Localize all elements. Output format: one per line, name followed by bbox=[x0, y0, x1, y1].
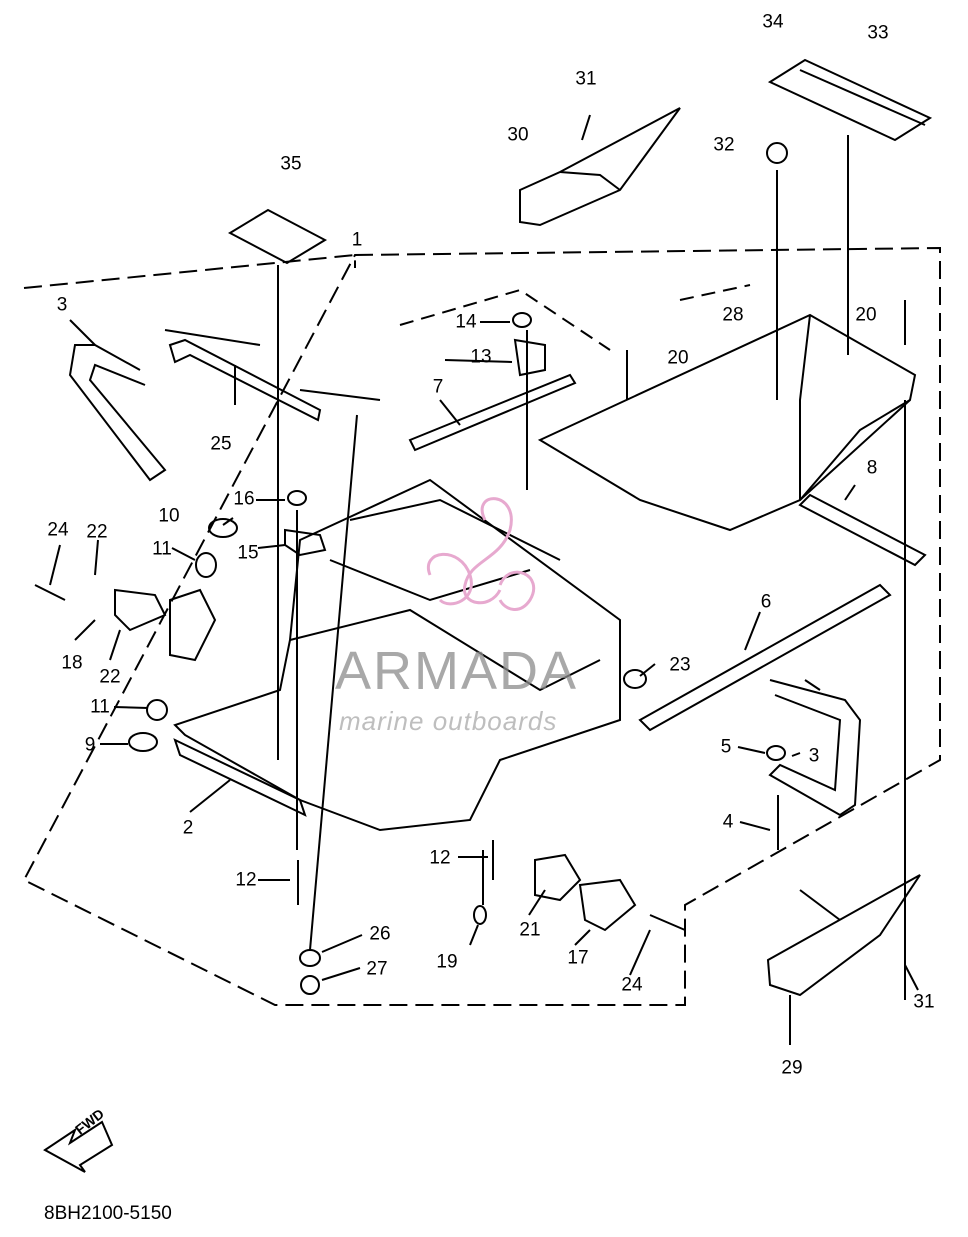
callout-10: 10 bbox=[158, 505, 180, 527]
callout-27: 27 bbox=[366, 958, 388, 980]
callout-5: 5 bbox=[720, 736, 732, 758]
forward-arrow-icon bbox=[43, 1120, 114, 1173]
steering-post bbox=[169, 588, 217, 662]
callout-24: 24 bbox=[47, 519, 69, 541]
bushing-11-upper bbox=[195, 552, 217, 578]
callout-33: 33 bbox=[867, 22, 889, 44]
rail-7 bbox=[408, 373, 577, 452]
callout-8: 8 bbox=[866, 457, 878, 479]
bushing-9 bbox=[128, 732, 158, 752]
cap-23 bbox=[623, 669, 647, 689]
callout-6: 6 bbox=[760, 591, 772, 613]
diagram-code: 8BH2100-5150 bbox=[44, 1203, 172, 1224]
screw-24-right bbox=[649, 914, 686, 931]
screw-24-left bbox=[34, 584, 66, 601]
nut-26 bbox=[299, 949, 321, 967]
callout-11: 11 bbox=[90, 696, 110, 718]
main-frame bbox=[173, 478, 621, 832]
nut-14 bbox=[512, 312, 532, 328]
bumper-3-left bbox=[68, 344, 167, 482]
callout-21: 21 bbox=[519, 919, 541, 941]
decal-33-stripe bbox=[799, 69, 926, 126]
callout-22: 22 bbox=[86, 521, 108, 543]
rail-8 bbox=[798, 493, 927, 567]
callout-7: 7 bbox=[432, 376, 444, 398]
decal-35 bbox=[227, 208, 328, 265]
callout-4: 4 bbox=[722, 811, 734, 833]
callout-35: 35 bbox=[280, 153, 302, 175]
callout-2: 2 bbox=[182, 817, 194, 839]
callout-1: 1 bbox=[351, 229, 363, 251]
callout-32: 32 bbox=[713, 134, 735, 156]
nut-5 bbox=[766, 745, 786, 761]
callout-15: 15 bbox=[237, 542, 259, 564]
watermark-subtitle: marine outboards bbox=[339, 706, 558, 736]
callout-12: 12 bbox=[429, 847, 451, 869]
tunnel-plate-28 bbox=[537, 313, 917, 532]
callout-34: 34 bbox=[762, 11, 784, 33]
callout-9: 9 bbox=[84, 734, 96, 756]
cap-32 bbox=[766, 142, 788, 164]
callout-25: 25 bbox=[210, 433, 232, 455]
callout-3: 3 bbox=[56, 294, 68, 316]
gasket-17 bbox=[578, 878, 637, 932]
callout-28: 28 bbox=[722, 304, 744, 326]
skid-plate-2 bbox=[173, 738, 307, 817]
bushing-10 bbox=[208, 518, 238, 538]
plate-15 bbox=[284, 528, 327, 557]
bushing-11-lower bbox=[146, 699, 168, 721]
callout-26: 26 bbox=[369, 923, 391, 945]
callout-22: 22 bbox=[99, 666, 121, 688]
callout-24: 24 bbox=[621, 974, 643, 996]
nut-16 bbox=[287, 490, 307, 506]
watermark-logo-icon bbox=[426, 497, 536, 611]
callout-20: 20 bbox=[667, 347, 689, 369]
watermark: ARMADA marine outboards bbox=[335, 640, 635, 740]
grab-bar-25 bbox=[168, 338, 322, 422]
callout-14: 14 bbox=[455, 311, 477, 333]
callout-13: 13 bbox=[470, 346, 492, 368]
gasket-21 bbox=[534, 853, 582, 902]
callout-12: 12 bbox=[235, 869, 257, 891]
callout-31: 31 bbox=[575, 68, 597, 90]
bumper-3-right bbox=[768, 679, 862, 817]
callout-20: 20 bbox=[855, 304, 877, 326]
callout-18: 18 bbox=[61, 652, 83, 674]
rail-6 bbox=[638, 583, 892, 732]
nut-27 bbox=[300, 975, 320, 995]
leader-lines bbox=[49, 114, 919, 1045]
callout-30: 30 bbox=[507, 124, 529, 146]
assembly-boundary bbox=[22, 246, 941, 1006]
callout-31: 31 bbox=[913, 991, 935, 1013]
callout-19: 19 bbox=[436, 951, 458, 973]
gasket-22 bbox=[114, 588, 167, 632]
watermark-brand: ARMADA bbox=[335, 641, 579, 701]
callout-29: 29 bbox=[781, 1057, 803, 1079]
callout-16: 16 bbox=[233, 488, 255, 510]
callout-17: 17 bbox=[567, 947, 589, 969]
side-cover-29 bbox=[766, 874, 921, 997]
bracket-13 bbox=[513, 338, 546, 377]
callout-11: 11 bbox=[152, 538, 172, 560]
callout-23: 23 bbox=[669, 654, 691, 676]
decal-33 bbox=[767, 58, 933, 142]
side-cover-30 bbox=[519, 107, 681, 227]
hood-bracket-outline bbox=[399, 284, 751, 351]
callout-3: 3 bbox=[808, 745, 820, 767]
washer-19 bbox=[473, 905, 487, 925]
